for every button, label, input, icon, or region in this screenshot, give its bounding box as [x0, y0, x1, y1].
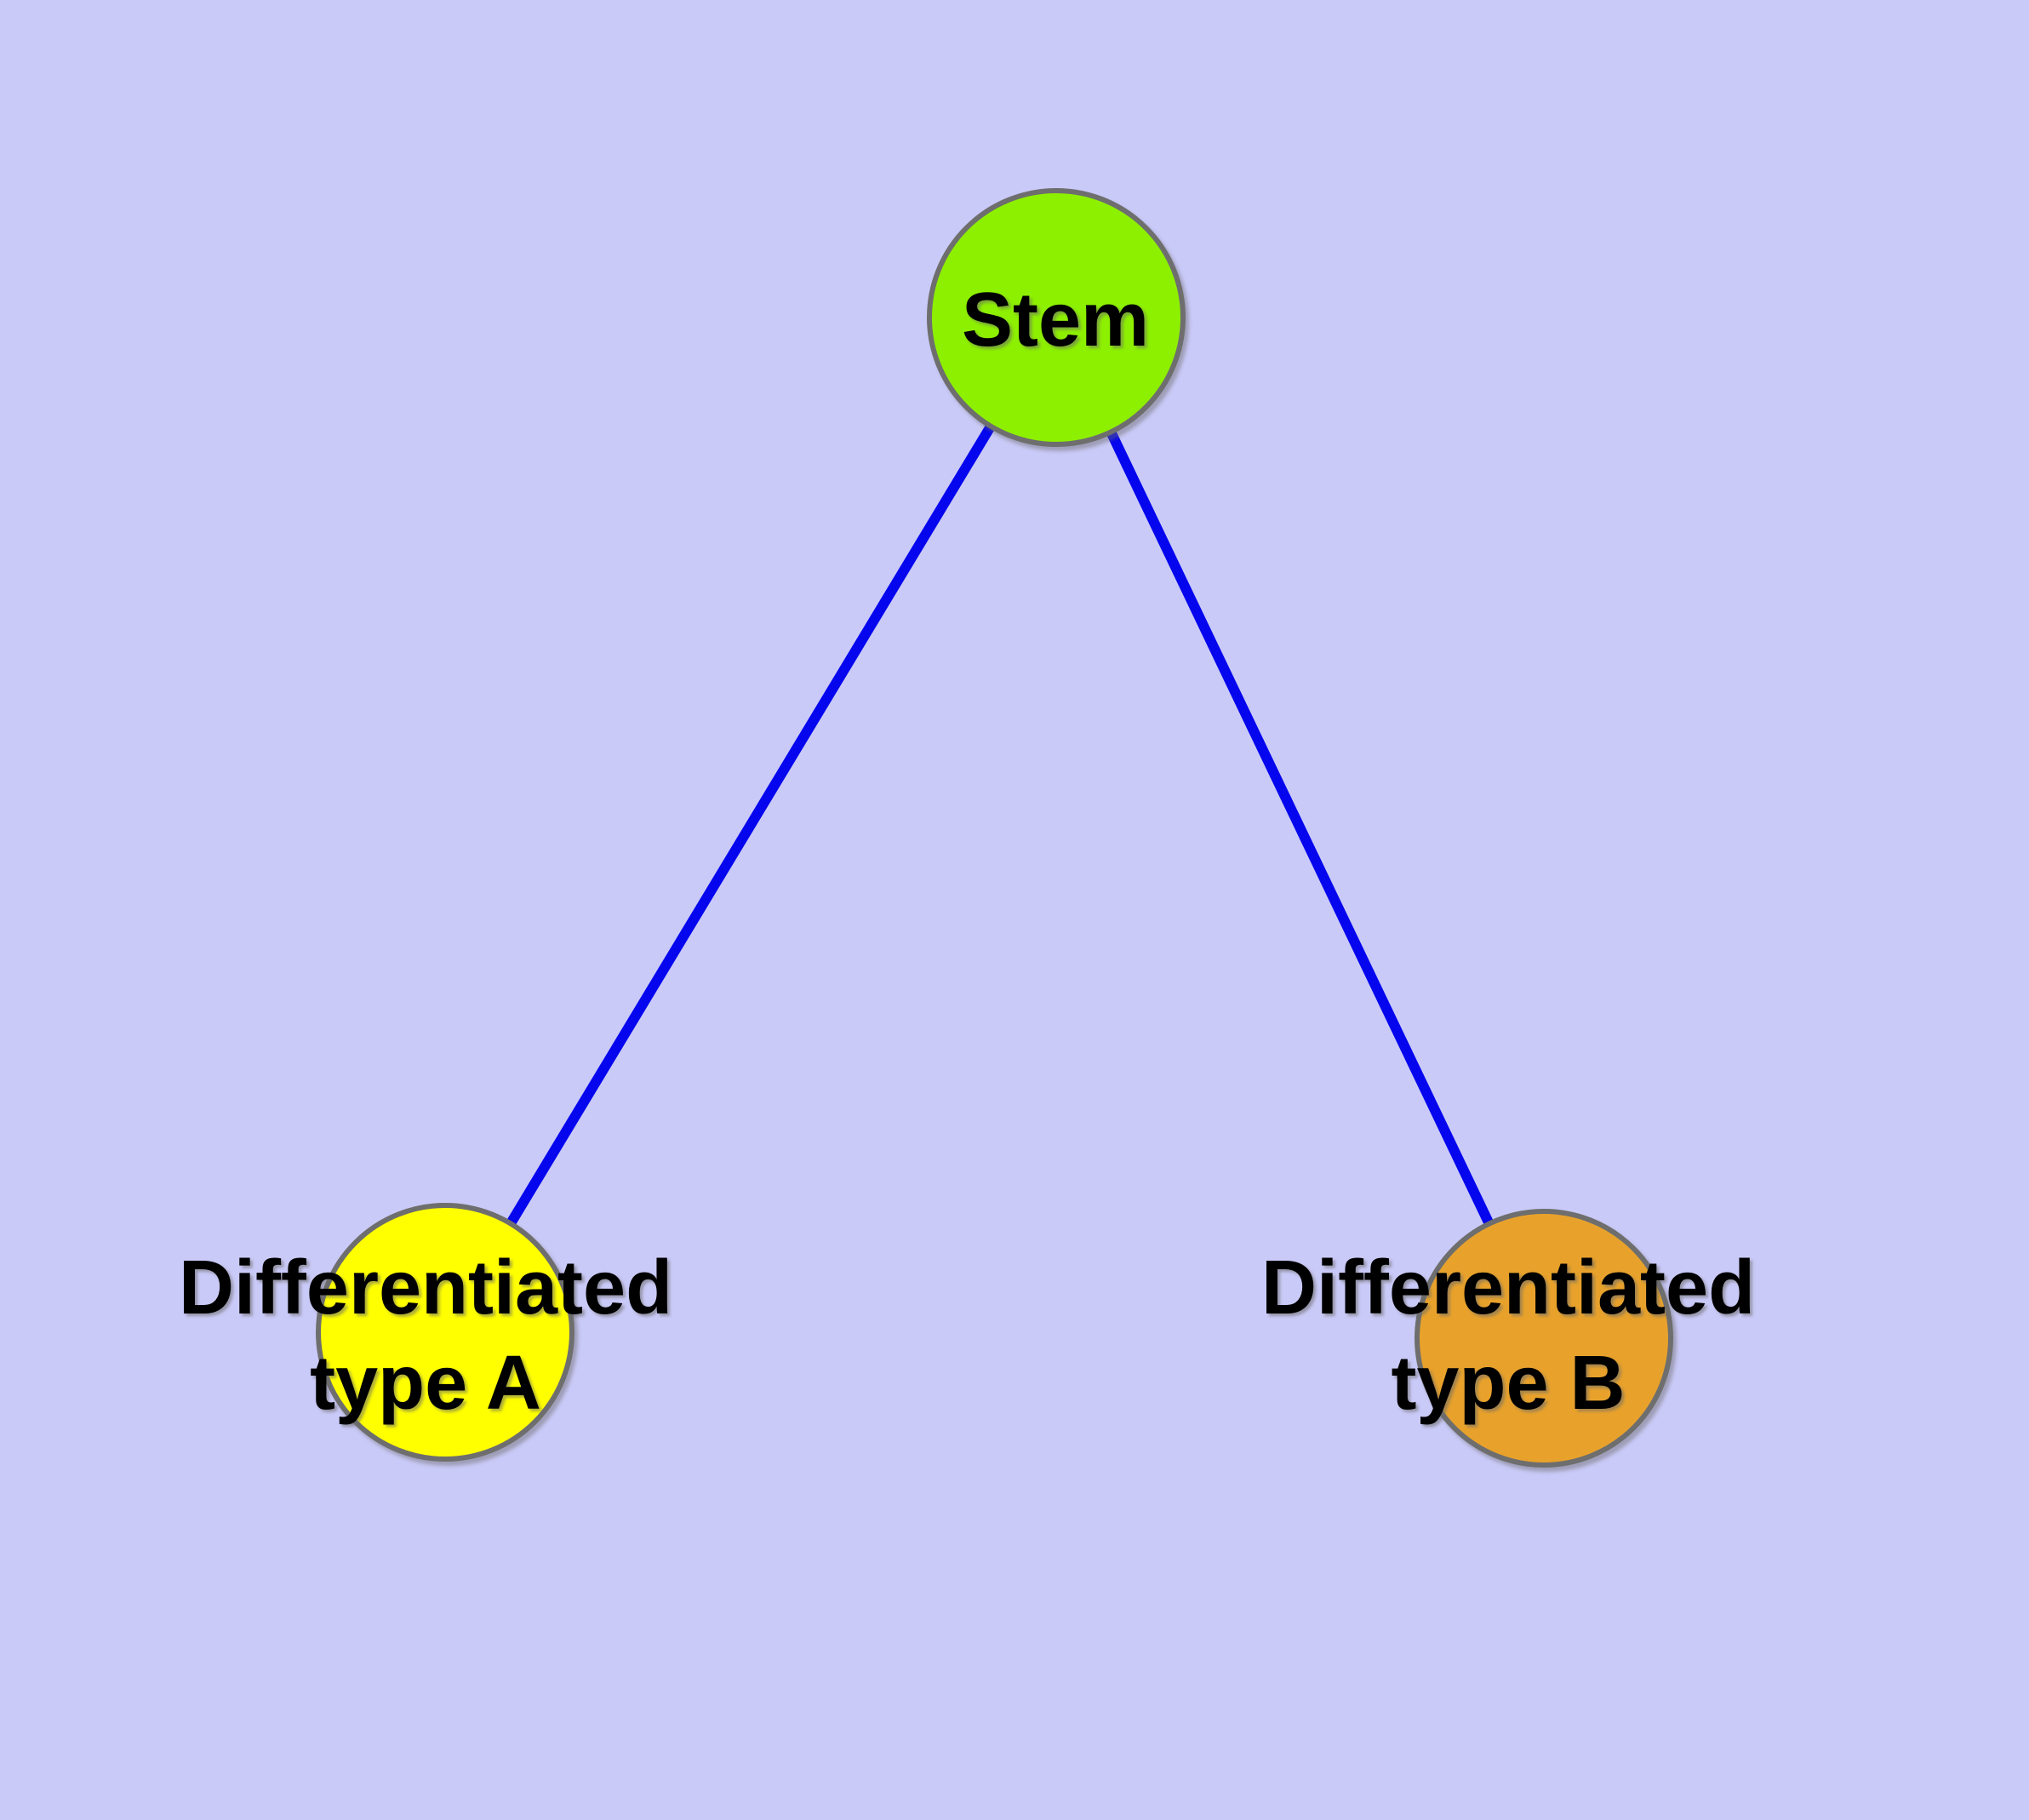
edge-stem-to-type-a — [440, 314, 1061, 1336]
node-stem-label: Stem — [961, 278, 1150, 363]
node-differentiated-type-a-label: Differentiated type A — [178, 1245, 673, 1426]
edge-stem-to-type-b — [1051, 315, 1549, 1341]
node-differentiated-type-a — [316, 1203, 574, 1462]
node-stem — [927, 188, 1186, 447]
node-differentiated-type-b-label: Differentiated type B — [1260, 1245, 1756, 1426]
node-differentiated-type-b — [1415, 1209, 1673, 1468]
